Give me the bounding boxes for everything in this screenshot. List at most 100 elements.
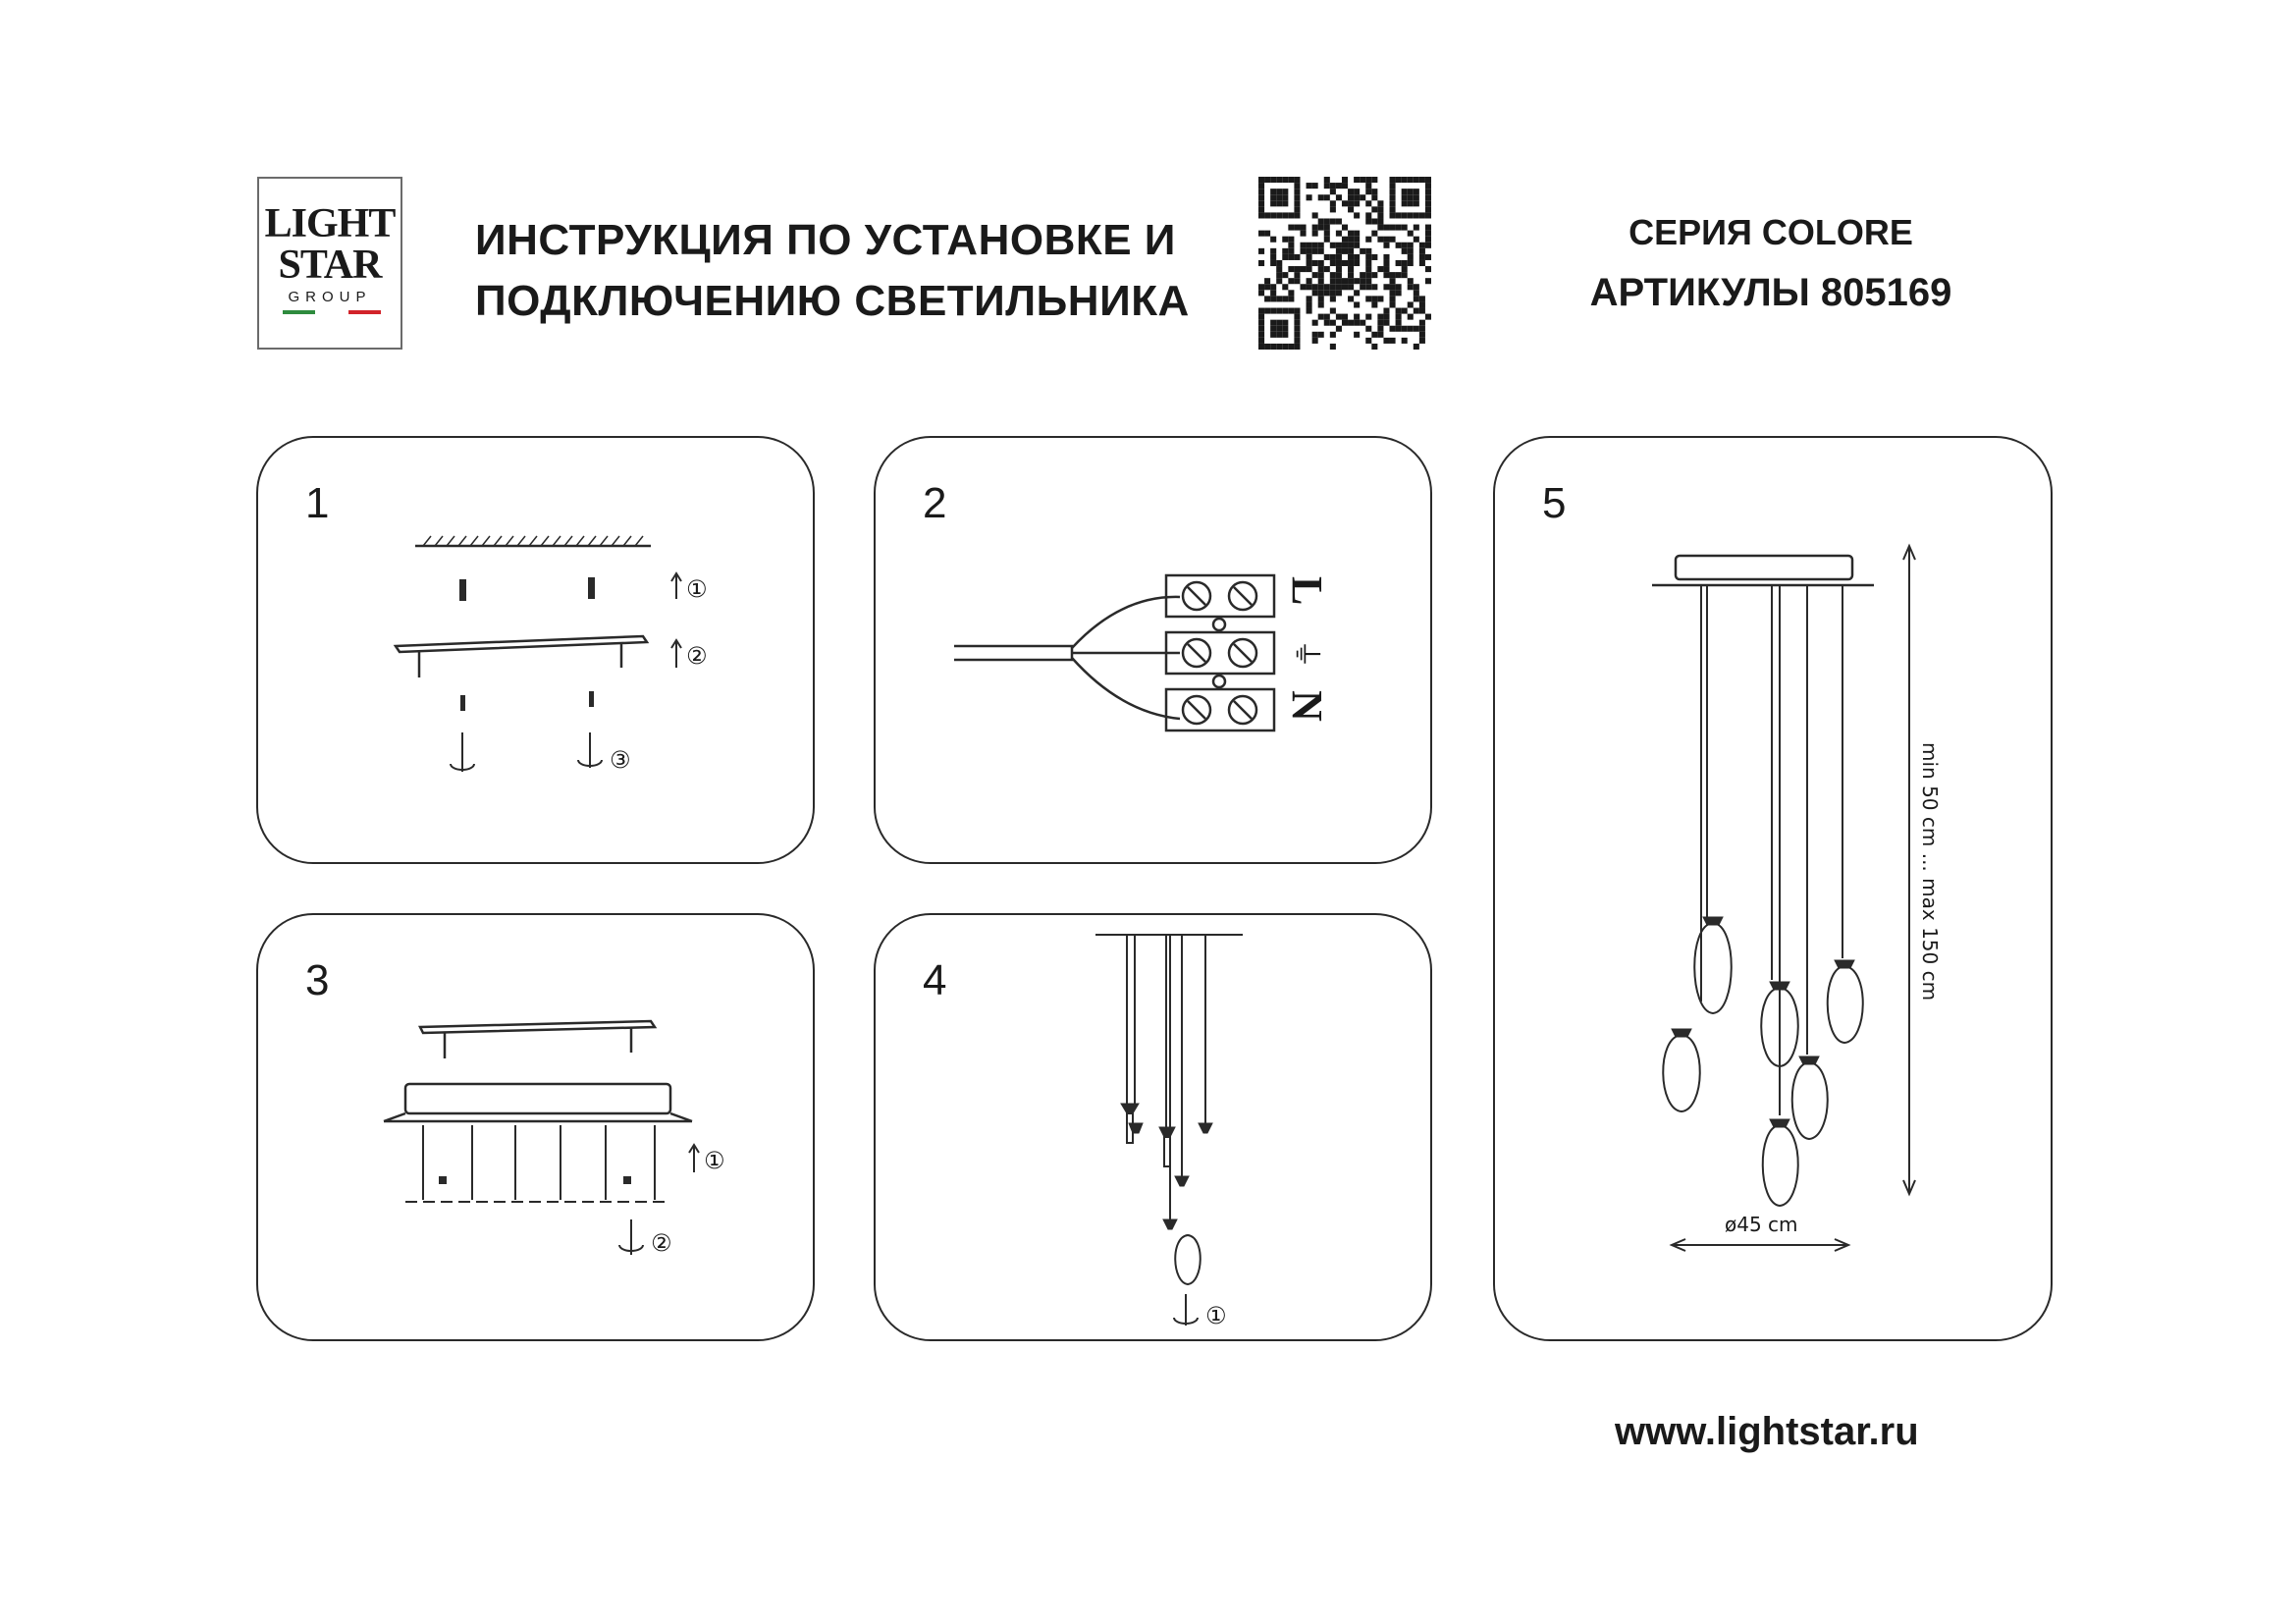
qr-module <box>1323 319 1330 326</box>
qr-module <box>1329 272 1336 279</box>
qr-module <box>1288 242 1295 248</box>
qr-module <box>1306 247 1312 254</box>
terminal-earth-label: ⏚ <box>1289 639 1323 669</box>
qr-module <box>1311 224 1318 231</box>
qr-module <box>1401 212 1408 219</box>
qr-module <box>1407 278 1414 285</box>
qr-module <box>1258 284 1265 291</box>
qr-module <box>1323 284 1330 291</box>
qr-module <box>1395 284 1402 291</box>
qr-module <box>1311 284 1318 291</box>
qr-module <box>1413 212 1419 219</box>
qr-module <box>1389 183 1396 189</box>
qr-module <box>1424 189 1431 195</box>
qr-module <box>1317 331 1324 338</box>
qr-module <box>1389 177 1396 184</box>
qr-module <box>1413 343 1419 350</box>
qr-module <box>1317 313 1324 320</box>
qr-module <box>1377 313 1384 320</box>
qr-module <box>1282 200 1289 207</box>
qr-module <box>1354 242 1361 248</box>
marker-1: ① <box>1205 1302 1227 1329</box>
diameter-dimension <box>1669 1238 1851 1252</box>
qr-module <box>1401 325 1408 332</box>
qr-module <box>1311 272 1318 279</box>
qr-module <box>1282 177 1289 184</box>
qr-code-icon[interactable] <box>1258 177 1431 350</box>
qr-module <box>1329 307 1336 314</box>
marker-1: ① <box>686 575 708 603</box>
qr-module <box>1311 212 1318 219</box>
diameter-label: ø45 cm <box>1725 1213 1798 1236</box>
qr-module <box>1323 253 1330 260</box>
qr-module <box>1348 230 1355 237</box>
qr-module <box>1282 253 1289 260</box>
qr-module <box>1383 337 1390 344</box>
qr-module <box>1294 224 1301 231</box>
qr-module <box>1294 200 1301 207</box>
qr-module <box>1348 278 1355 285</box>
qr-module <box>1377 236 1384 243</box>
qr-module <box>1276 331 1283 338</box>
qr-module <box>1377 212 1384 219</box>
qr-module <box>1395 177 1402 184</box>
qr-module <box>1401 272 1408 279</box>
qr-module <box>1294 253 1301 260</box>
qr-module <box>1294 206 1301 213</box>
suspension-wires <box>422 1125 656 1200</box>
rotate-icon <box>1173 1294 1199 1326</box>
qr-module <box>1258 212 1265 219</box>
qr-module <box>1424 253 1431 260</box>
qr-module <box>1341 313 1349 320</box>
qr-module <box>1401 224 1408 231</box>
website-link[interactable]: www.lightstar.ru <box>1615 1410 1919 1453</box>
qr-module <box>1371 284 1378 291</box>
qr-module <box>1282 307 1289 314</box>
qr-module <box>1348 253 1355 260</box>
qr-module <box>1407 189 1414 195</box>
qr-module <box>1383 236 1390 243</box>
qr-module <box>1288 266 1295 273</box>
series-label: СЕРИЯ COLORE <box>1629 212 1913 252</box>
qr-module <box>1311 319 1318 326</box>
connectors <box>1120 1103 1213 1230</box>
qr-module <box>1413 236 1419 243</box>
qr-module <box>1329 331 1336 338</box>
qr-module <box>1354 319 1361 326</box>
qr-module <box>1258 177 1265 184</box>
qr-module <box>1418 337 1425 344</box>
flag-green <box>283 310 316 314</box>
qr-module <box>1365 253 1372 260</box>
qr-module <box>1329 218 1336 225</box>
qr-module <box>1377 200 1384 207</box>
qr-module <box>1365 278 1372 285</box>
qr-module <box>1389 200 1396 207</box>
flag-white <box>315 310 348 314</box>
logo-text-group: GROUP <box>288 289 372 305</box>
step-5-panel: 5 min 50 cm ... max 150 <box>1493 436 2053 1341</box>
qr-module <box>1383 313 1390 320</box>
qr-module <box>1317 247 1324 254</box>
qr-module <box>1354 236 1361 243</box>
qr-module <box>1276 212 1283 219</box>
qr-module <box>1317 194 1324 201</box>
qr-module <box>1383 259 1390 267</box>
qr-module <box>1294 337 1301 344</box>
qr-module <box>1276 189 1283 195</box>
qr-module <box>1306 301 1312 308</box>
qr-module <box>1389 301 1396 308</box>
qr-module <box>1424 278 1431 285</box>
qr-module <box>1424 224 1431 231</box>
qr-module <box>1418 307 1425 314</box>
qr-module <box>1264 278 1271 285</box>
title-line-2: ПОДКЛЮЧЕНИЮ СВЕТИЛЬНИКА <box>475 277 1190 325</box>
qr-module <box>1365 313 1372 320</box>
qr-module <box>1288 343 1295 350</box>
qr-module <box>1335 253 1342 260</box>
qr-module <box>1413 224 1419 231</box>
terminal-block <box>1164 573 1276 732</box>
qr-module <box>1270 200 1277 207</box>
qr-module <box>1348 272 1355 279</box>
qr-module <box>1354 278 1361 285</box>
step-5-number: 5 <box>1542 479 1567 527</box>
